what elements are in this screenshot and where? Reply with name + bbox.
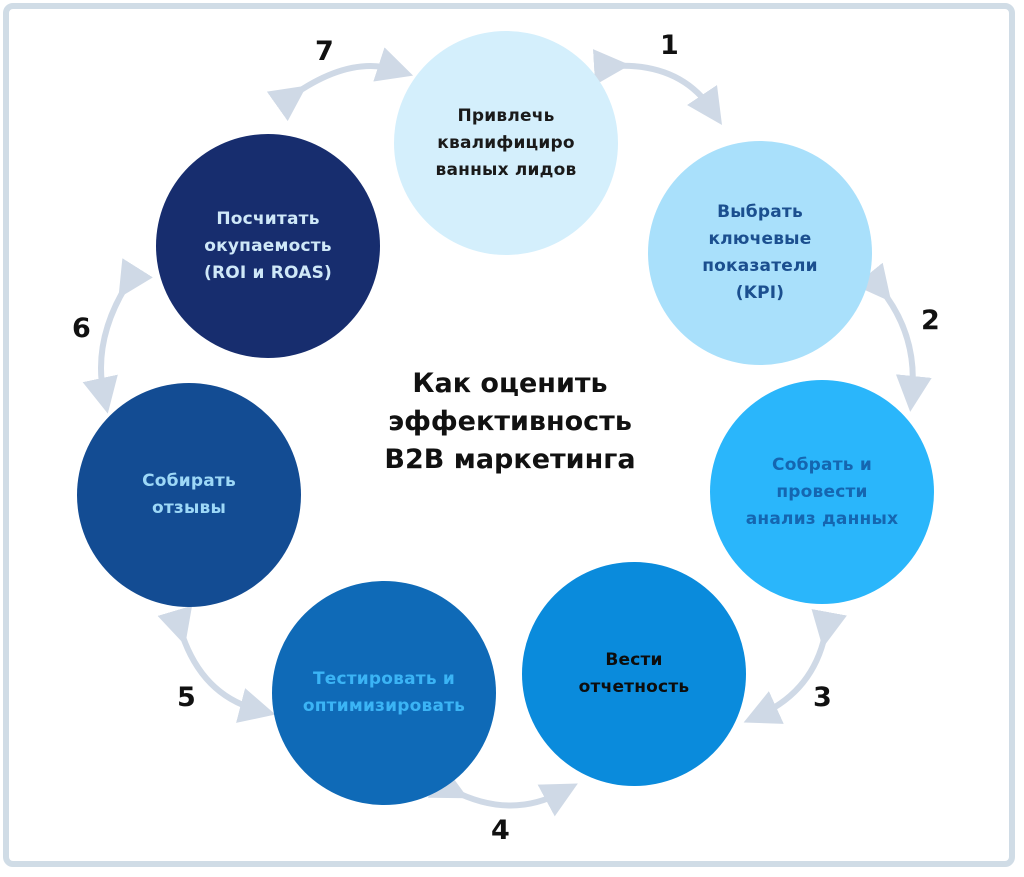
step-1-label: Привлечь квалифициро ванных лидов <box>435 105 577 180</box>
arrow-4 <box>427 765 578 817</box>
step-4-circle: Вести отчетность <box>522 562 746 786</box>
step-5-label: Тестировать и оптимизировать <box>302 669 466 716</box>
arrow-2 <box>854 262 932 412</box>
step-4-label: Вести отчетность <box>578 650 690 697</box>
step-2-circle: Выбрать ключевые показатели (KPI) <box>648 141 872 365</box>
step-number-3: 3 <box>813 682 832 713</box>
arrow-1 <box>592 49 722 125</box>
arrow-7 <box>266 47 414 122</box>
step-number-5: 5 <box>177 682 196 713</box>
step-5-circle: Тестировать и оптимизировать <box>272 581 496 805</box>
step-2-label: Выбрать ключевые показатели (KPI) <box>702 202 818 303</box>
step-number-2: 2 <box>921 305 940 336</box>
arrow-5 <box>157 605 276 723</box>
step-number-7: 7 <box>315 36 334 67</box>
step-7-circle: Посчитать окупаемость (ROI и ROAS) <box>156 134 380 358</box>
step-3-label: Собрать и провести анализ данных <box>745 454 899 529</box>
step-number-6: 6 <box>72 313 91 344</box>
step-6-label: Собирать отзывы <box>142 471 236 518</box>
step-1-circle: Привлечь квалифициро ванных лидов <box>394 31 618 255</box>
step-6-circle: Собирать отзывы <box>77 383 301 607</box>
step-7-label: Посчитать окупаемость (ROI и ROAS) <box>203 208 333 283</box>
arrow-3 <box>743 609 847 724</box>
step-number-4: 4 <box>491 815 510 846</box>
arrow-6 <box>82 258 153 414</box>
step-3-circle: Собрать и провести анализ данных <box>710 380 934 604</box>
diagram-title: Как оценить эффективность B2B маркетинга <box>384 368 636 475</box>
step-number-1: 1 <box>660 30 679 61</box>
